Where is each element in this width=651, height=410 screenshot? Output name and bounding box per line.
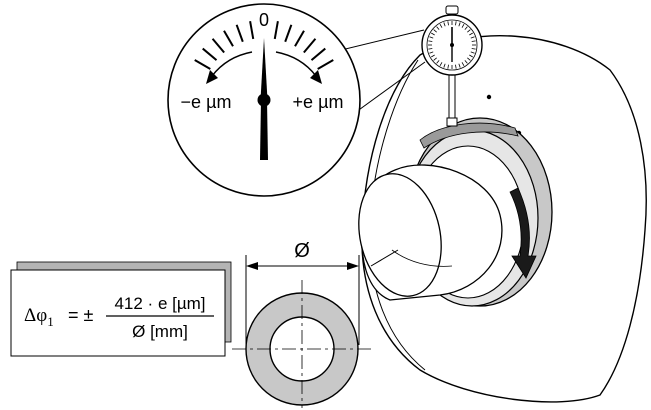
dial-needle-tail: [260, 100, 268, 160]
cylinder-end-cap: [358, 173, 442, 297]
formula-lhs: Δφ1: [24, 305, 54, 329]
bolt-hole: [486, 94, 492, 100]
formula-card-panel: [10, 269, 226, 357]
dial-indicator: [421, 5, 483, 127]
dial-tick: [428, 40, 433, 42]
ring-drawing-leader: [370, 249, 399, 267]
rotation-arrow-icon: [509, 187, 537, 279]
magnified-dial: 0 −e µm +e µm: [167, 3, 361, 197]
dial-tick: [461, 24, 465, 28]
ring-top-band: [419, 122, 519, 149]
indicator-hub: [450, 43, 454, 47]
dial-tick: [429, 51, 434, 54]
dial-tick: [429, 36, 434, 39]
dial-tick: [458, 22, 461, 27]
dial-tick: [471, 48, 476, 50]
magnified-dial-ticks: [194, 21, 334, 70]
dial-tick: [467, 29, 471, 33]
dial-tick: [273, 21, 279, 40]
dial-tick: [461, 62, 465, 66]
dial-tick: [464, 26, 468, 30]
ring-drawing: Ø: [232, 240, 399, 408]
formula-operator: = ±: [68, 305, 94, 325]
dial-tick: [455, 64, 457, 69]
minus-arrow-head: [206, 70, 218, 84]
minus-direction-arrow-icon: [211, 51, 253, 77]
indicator-ticks: [428, 21, 476, 69]
dial-tick: [310, 47, 326, 61]
test-cylinder: [358, 164, 503, 301]
indicator-stem: [448, 71, 456, 123]
dial-tick: [471, 40, 476, 42]
plus-direction-arrow-icon: [275, 51, 317, 77]
dial-plus-label: +e µm: [293, 92, 344, 112]
dial-tick: [235, 24, 244, 43]
dial-zero-label: 0: [259, 10, 269, 30]
dial-tick: [431, 54, 435, 58]
dial-tick: [469, 32, 473, 36]
dial-tick: [303, 38, 317, 54]
dial-tick: [443, 63, 446, 68]
dial-tick: [211, 38, 225, 54]
dial-tick: [439, 62, 443, 66]
diameter-symbol: Ø: [294, 240, 310, 262]
dial-tick: [458, 63, 461, 68]
dial-tick: [223, 30, 234, 47]
dial-tick: [467, 57, 471, 61]
dial-tick: [433, 29, 437, 33]
dial-tick: [469, 54, 473, 58]
dial-tick: [470, 36, 475, 39]
dial-tick: [194, 59, 211, 70]
dial-hub: [257, 93, 271, 107]
dial-tick: [431, 32, 435, 36]
dial-tick: [439, 24, 443, 28]
dial-tick: [249, 21, 255, 40]
cylinder-shade-line: [391, 249, 453, 267]
dial-tick: [436, 60, 440, 64]
dial-needle-main: [260, 38, 268, 100]
dial-tick: [317, 59, 334, 70]
plus-arrow-head: [310, 70, 322, 84]
indicator-knob: [445, 5, 459, 15]
formula-numerator: 412 · e [µm]: [114, 294, 205, 313]
dial-tick: [447, 21, 449, 26]
formula-card: Δφ1 = ± 412 · e [µm] Ø [mm]: [10, 261, 232, 357]
dial-tick: [470, 51, 475, 54]
dial-tick: [455, 21, 457, 26]
indicator-tip: [446, 117, 458, 127]
dial-tick: [202, 47, 218, 61]
dial-tick: [284, 24, 293, 43]
dial-tick: [447, 64, 449, 69]
dial-tick: [464, 60, 468, 64]
dial-tick: [428, 48, 433, 50]
dial-tick: [443, 22, 446, 27]
formula-denominator: Ø [mm]: [132, 322, 188, 341]
dial-tick: [436, 26, 440, 30]
dial-minus-label: −e µm: [181, 92, 232, 112]
formula-lhs-subscript: 1: [47, 314, 54, 329]
dimension-arrow-left: [246, 262, 258, 270]
dial-tick: [433, 57, 437, 61]
dial-tick: [294, 30, 305, 47]
dimension-arrow-right: [347, 262, 359, 270]
